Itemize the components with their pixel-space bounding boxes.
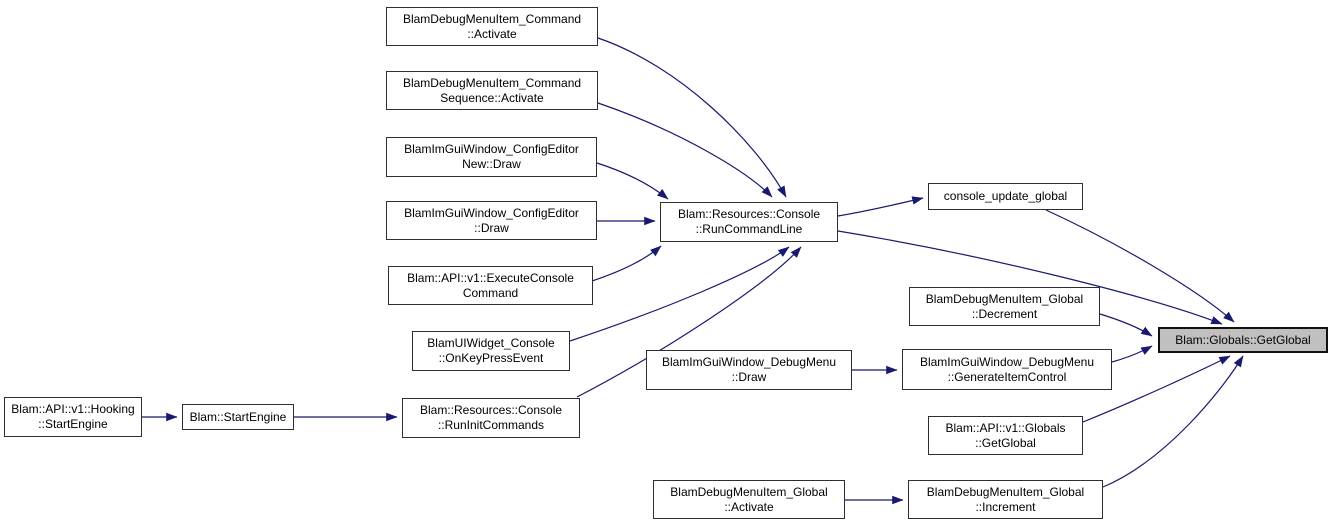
- edge-global-decrement-to-globals-getglobal: [1099, 313, 1153, 337]
- edge-runinitcommands-to-runcommandline: [576, 246, 802, 398]
- edge-generateitemcontrol-to-globals-getglobal: [1111, 345, 1153, 363]
- node-execute-console-command[interactable]: Blam::API::v1::ExecuteConsole Command: [388, 266, 593, 305]
- node-console-update-global[interactable]: console_update_global: [928, 183, 1083, 210]
- node-debugmenu-generateitemcontrol[interactable]: BlamImGuiWindow_DebugMenu ::GenerateItem…: [902, 349, 1112, 390]
- edge-execute-console-command-to-runcommandline: [591, 245, 662, 282]
- node-runinitcommands[interactable]: Blam::Resources::Console ::RunInitComman…: [402, 398, 580, 438]
- node-configeditornew-draw[interactable]: BlamImGuiWindow_ConfigEditor New::Draw: [386, 137, 597, 177]
- edge-global-increment-to-globals-getglobal: [1102, 355, 1244, 488]
- node-api-globals-getglobal[interactable]: Blam::API::v1::Globals ::GetGlobal: [928, 416, 1083, 455]
- node-globals-getglobal-target: Blam::Globals::GetGlobal: [1158, 327, 1328, 353]
- node-startengine[interactable]: Blam::StartEngine: [182, 404, 294, 430]
- node-debugmenu-draw[interactable]: BlamImGuiWindow_DebugMenu ::Draw: [646, 350, 852, 390]
- node-hooking-startengine[interactable]: Blam::API::v1::Hooking ::StartEngine: [4, 397, 142, 437]
- edge-api-globals-getglobal-to-globals-getglobal: [1082, 355, 1231, 423]
- edge-configeditornew-draw-to-runcommandline: [596, 162, 669, 200]
- node-global-increment[interactable]: BlamDebugMenuItem_Global ::Increment: [908, 480, 1103, 519]
- node-uiwidget-onkeypressevent[interactable]: BlamUIWidget_Console ::OnKeyPressEvent: [412, 331, 570, 371]
- node-configeditor-draw[interactable]: BlamImGuiWindow_ConfigEditor ::Draw: [386, 201, 597, 240]
- edge-cmd-activate-to-runcommandline: [597, 37, 787, 198]
- edge-runcommandline-to-console-update-global: [837, 196, 924, 217]
- edge-cmd-sequence-activate-to-runcommandline: [597, 102, 773, 198]
- node-global-activate[interactable]: BlamDebugMenuItem_Global ::Activate: [653, 480, 845, 519]
- node-cmd-sequence-activate[interactable]: BlamDebugMenuItem_Command Sequence::Acti…: [386, 71, 598, 110]
- node-cmd-activate[interactable]: BlamDebugMenuItem_Command ::Activate: [386, 7, 598, 46]
- edge-uiwidget-onkeypressevent-to-runcommandline: [569, 246, 790, 342]
- node-runcommandline[interactable]: Blam::Resources::Console ::RunCommandLin…: [660, 202, 838, 242]
- node-global-decrement[interactable]: BlamDebugMenuItem_Global ::Decrement: [909, 287, 1100, 326]
- edge-console-update-global-to-globals-getglobal: [1045, 209, 1235, 323]
- edge-runcommandline-to-globals-getglobal: [837, 230, 1223, 325]
